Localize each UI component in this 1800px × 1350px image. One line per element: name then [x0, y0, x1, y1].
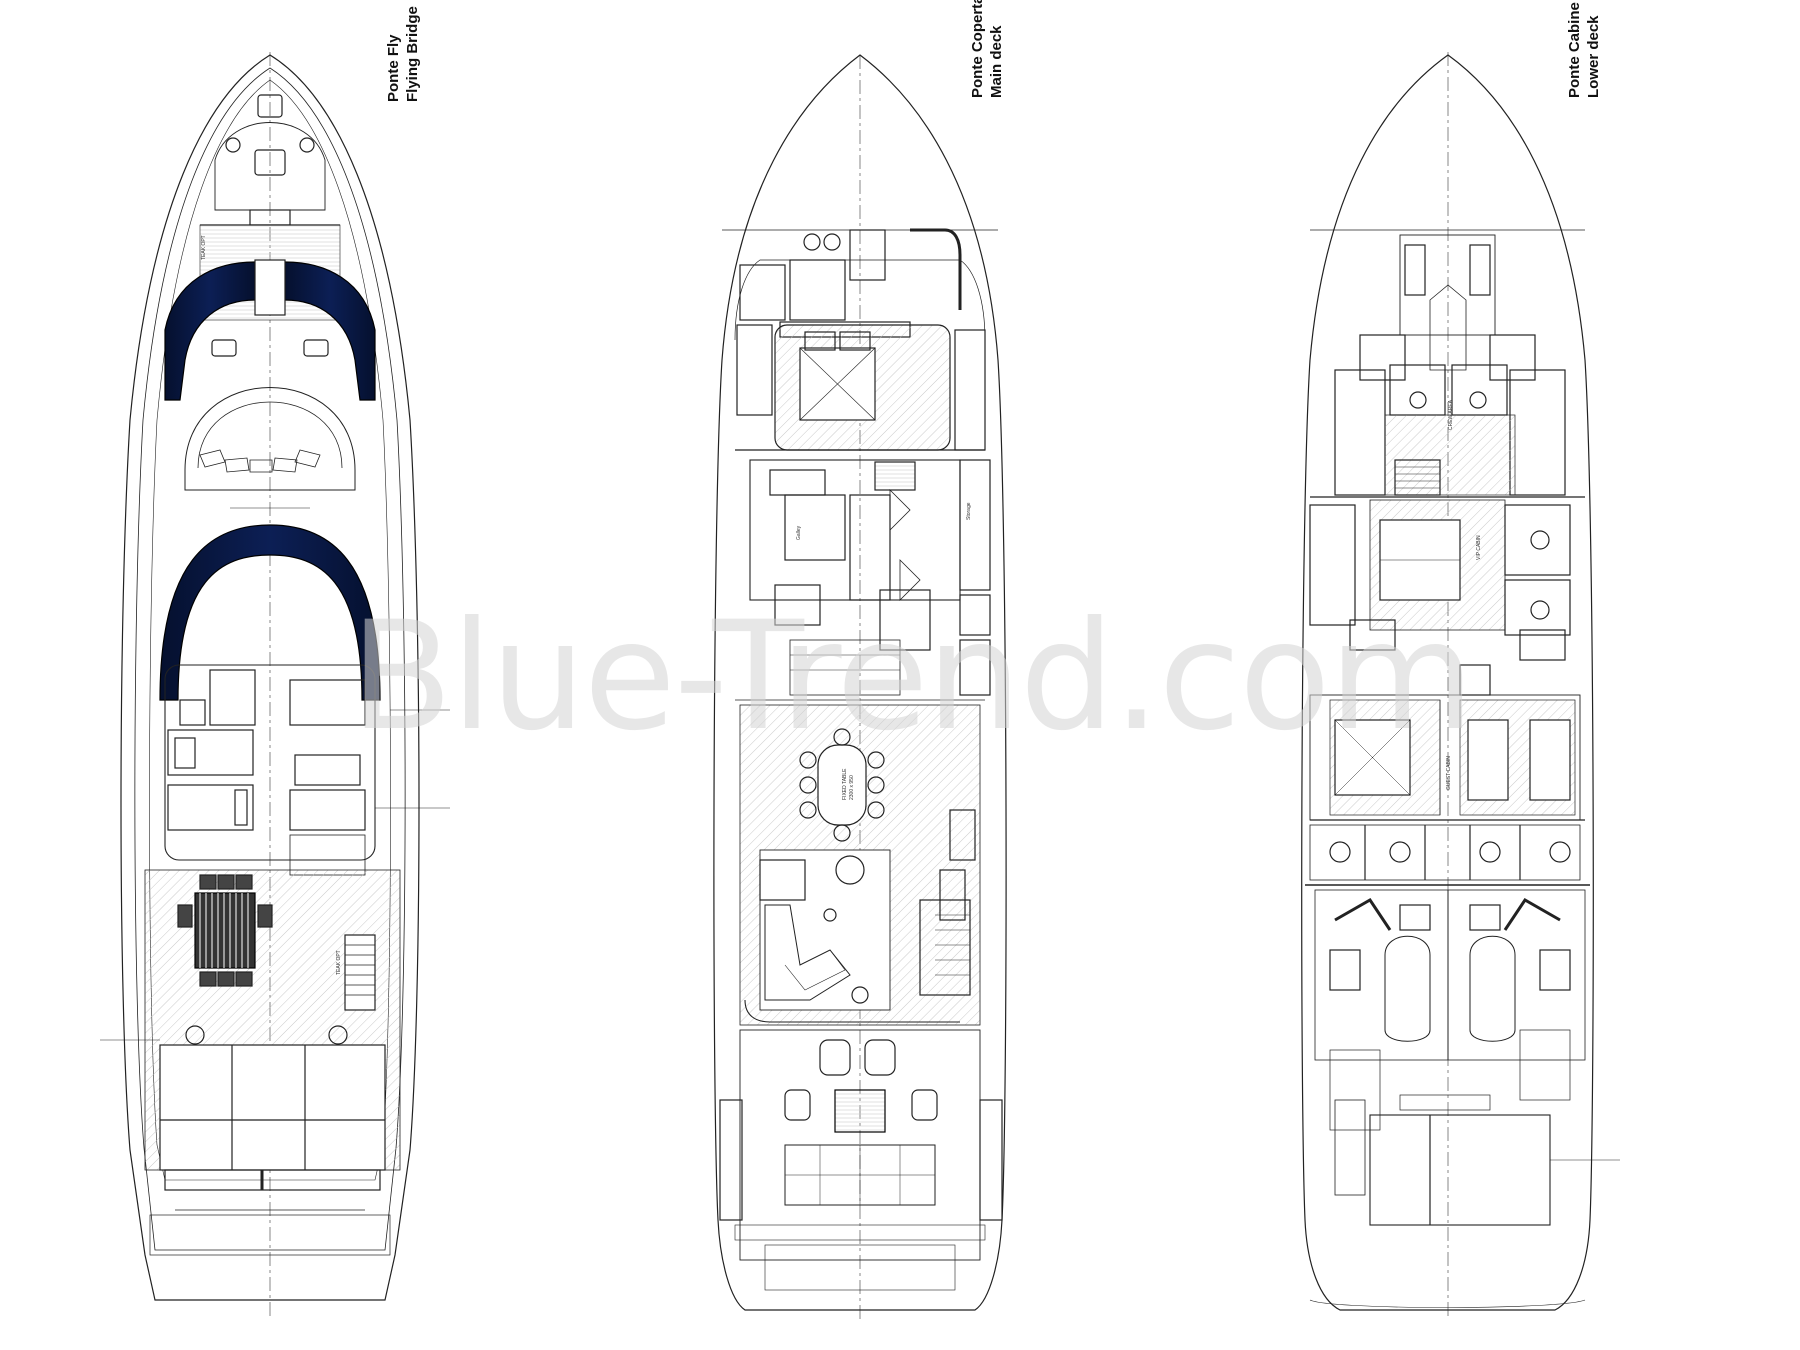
deck-title-line2: Lower deck [1585, 15, 1602, 98]
fixed-table-label: FIXED TABLE [842, 768, 848, 800]
cockpit-table [834, 1089, 886, 1133]
galley-label: Galley [796, 525, 802, 540]
vip-cabin-label: VIP CABIN [1476, 535, 1482, 560]
plan-annotations: TEAK OPT TEAK OPT FIXED TABLE 2300 x 950… [201, 235, 1482, 975]
deck-title-flying-bridge: Ponte Fly Flying Bridge [384, 6, 422, 102]
deck-title-line1: Ponte Coperta [969, 0, 986, 98]
main-deck-plan [713, 54, 1007, 1320]
deck-title-line2: Flying Bridge [404, 6, 421, 102]
guest-cabin-label: GUEST CABIN [1446, 756, 1452, 790]
storage-label: Storage [966, 502, 972, 520]
lower-deck-plan [1301, 52, 1620, 1320]
fly-teak-label: TEAK OPT [201, 235, 207, 260]
deck-title-lower-deck: Ponte Cabine Lower deck [1565, 2, 1603, 98]
deck-title-line1: Ponte Cabine [1566, 2, 1583, 98]
fly-teak-label-aft: TEAK OPT [336, 950, 342, 975]
deck-title-line1: Ponte Fly [385, 34, 402, 102]
deck-title-main-deck: Ponte Coperta Main deck [968, 0, 1006, 98]
lower-hull-outline [1301, 54, 1594, 1311]
table-size-label: 2300 x 950 [849, 775, 855, 800]
watermark: Blue-Trend.com [350, 590, 1475, 764]
fly-sunpad-forward [164, 261, 256, 401]
fly-sunpad-aft [159, 524, 381, 701]
fly-dining-table [194, 892, 256, 969]
flying-bridge-plan [100, 52, 450, 1320]
main-hull-outline [713, 54, 1007, 1311]
crew-area-label: CREW AREA [1448, 399, 1454, 430]
fly-hull-outline [120, 54, 420, 1301]
engine-room [1314, 889, 1586, 1061]
deck-title-line2: Main deck [988, 25, 1005, 98]
tender-garage [1369, 1114, 1551, 1226]
